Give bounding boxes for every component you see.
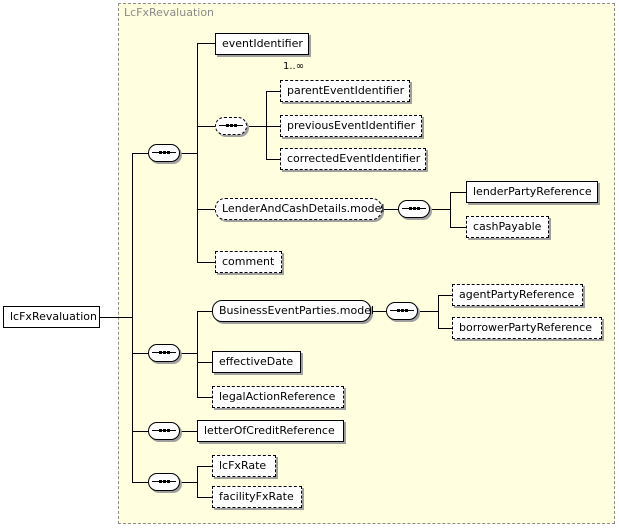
element-effective-date[interactable]: effectiveDate — [212, 351, 301, 373]
sequence-compositor-business[interactable] — [386, 302, 418, 320]
element-letter-of-credit-reference[interactable]: letterOfCreditReference — [197, 420, 344, 442]
element-lc-fx-rate[interactable]: lcFxRate — [212, 455, 276, 477]
sequence-icon — [152, 429, 176, 432]
element-legal-action-reference[interactable]: legalActionReference — [212, 386, 344, 408]
choice-compositor[interactable] — [215, 117, 247, 135]
sequence-icon — [152, 151, 176, 154]
element-previous-event-identifier[interactable]: previousEventIdentifier — [280, 115, 422, 137]
sequence-compositor-lender[interactable] — [398, 200, 430, 218]
element-corrected-event-identifier[interactable]: correctedEventIdentifier — [280, 148, 426, 170]
choice-icon — [219, 124, 243, 127]
element-lender-party-reference[interactable]: lenderPartyReference — [466, 181, 598, 203]
occurrence-label: 1..∞ — [283, 61, 305, 72]
element-comment[interactable]: comment — [215, 251, 282, 273]
sequence-icon — [152, 351, 176, 354]
element-event-identifier[interactable]: eventIdentifier — [215, 33, 309, 55]
sequence-compositor-3[interactable] — [148, 422, 180, 440]
element-parent-event-identifier[interactable]: parentEventIdentifier — [280, 80, 410, 102]
sequence-icon — [402, 207, 426, 210]
sequence-compositor-2[interactable] — [148, 344, 180, 362]
root-element-lcfxrevaluation[interactable]: lcFxRevaluation — [3, 306, 100, 328]
sequence-compositor-4[interactable] — [148, 473, 180, 491]
element-facility-fx-rate[interactable]: facilityFxRate — [212, 486, 302, 508]
element-borrower-party-reference[interactable]: borrowerPartyReference — [452, 317, 602, 339]
element-cash-payable[interactable]: cashPayable — [466, 216, 549, 238]
type-title: LcFxRevaluation — [124, 6, 215, 19]
sequence-compositor-1[interactable] — [148, 144, 180, 162]
sequence-icon — [152, 480, 176, 483]
sequence-icon — [390, 309, 414, 312]
element-agent-party-reference[interactable]: agentPartyReference — [452, 284, 583, 306]
group-lender-and-cash-details-model[interactable]: LenderAndCashDetails.model — [215, 198, 384, 220]
group-business-event-parties-model[interactable]: BusinessEventParties.model — [212, 300, 374, 322]
